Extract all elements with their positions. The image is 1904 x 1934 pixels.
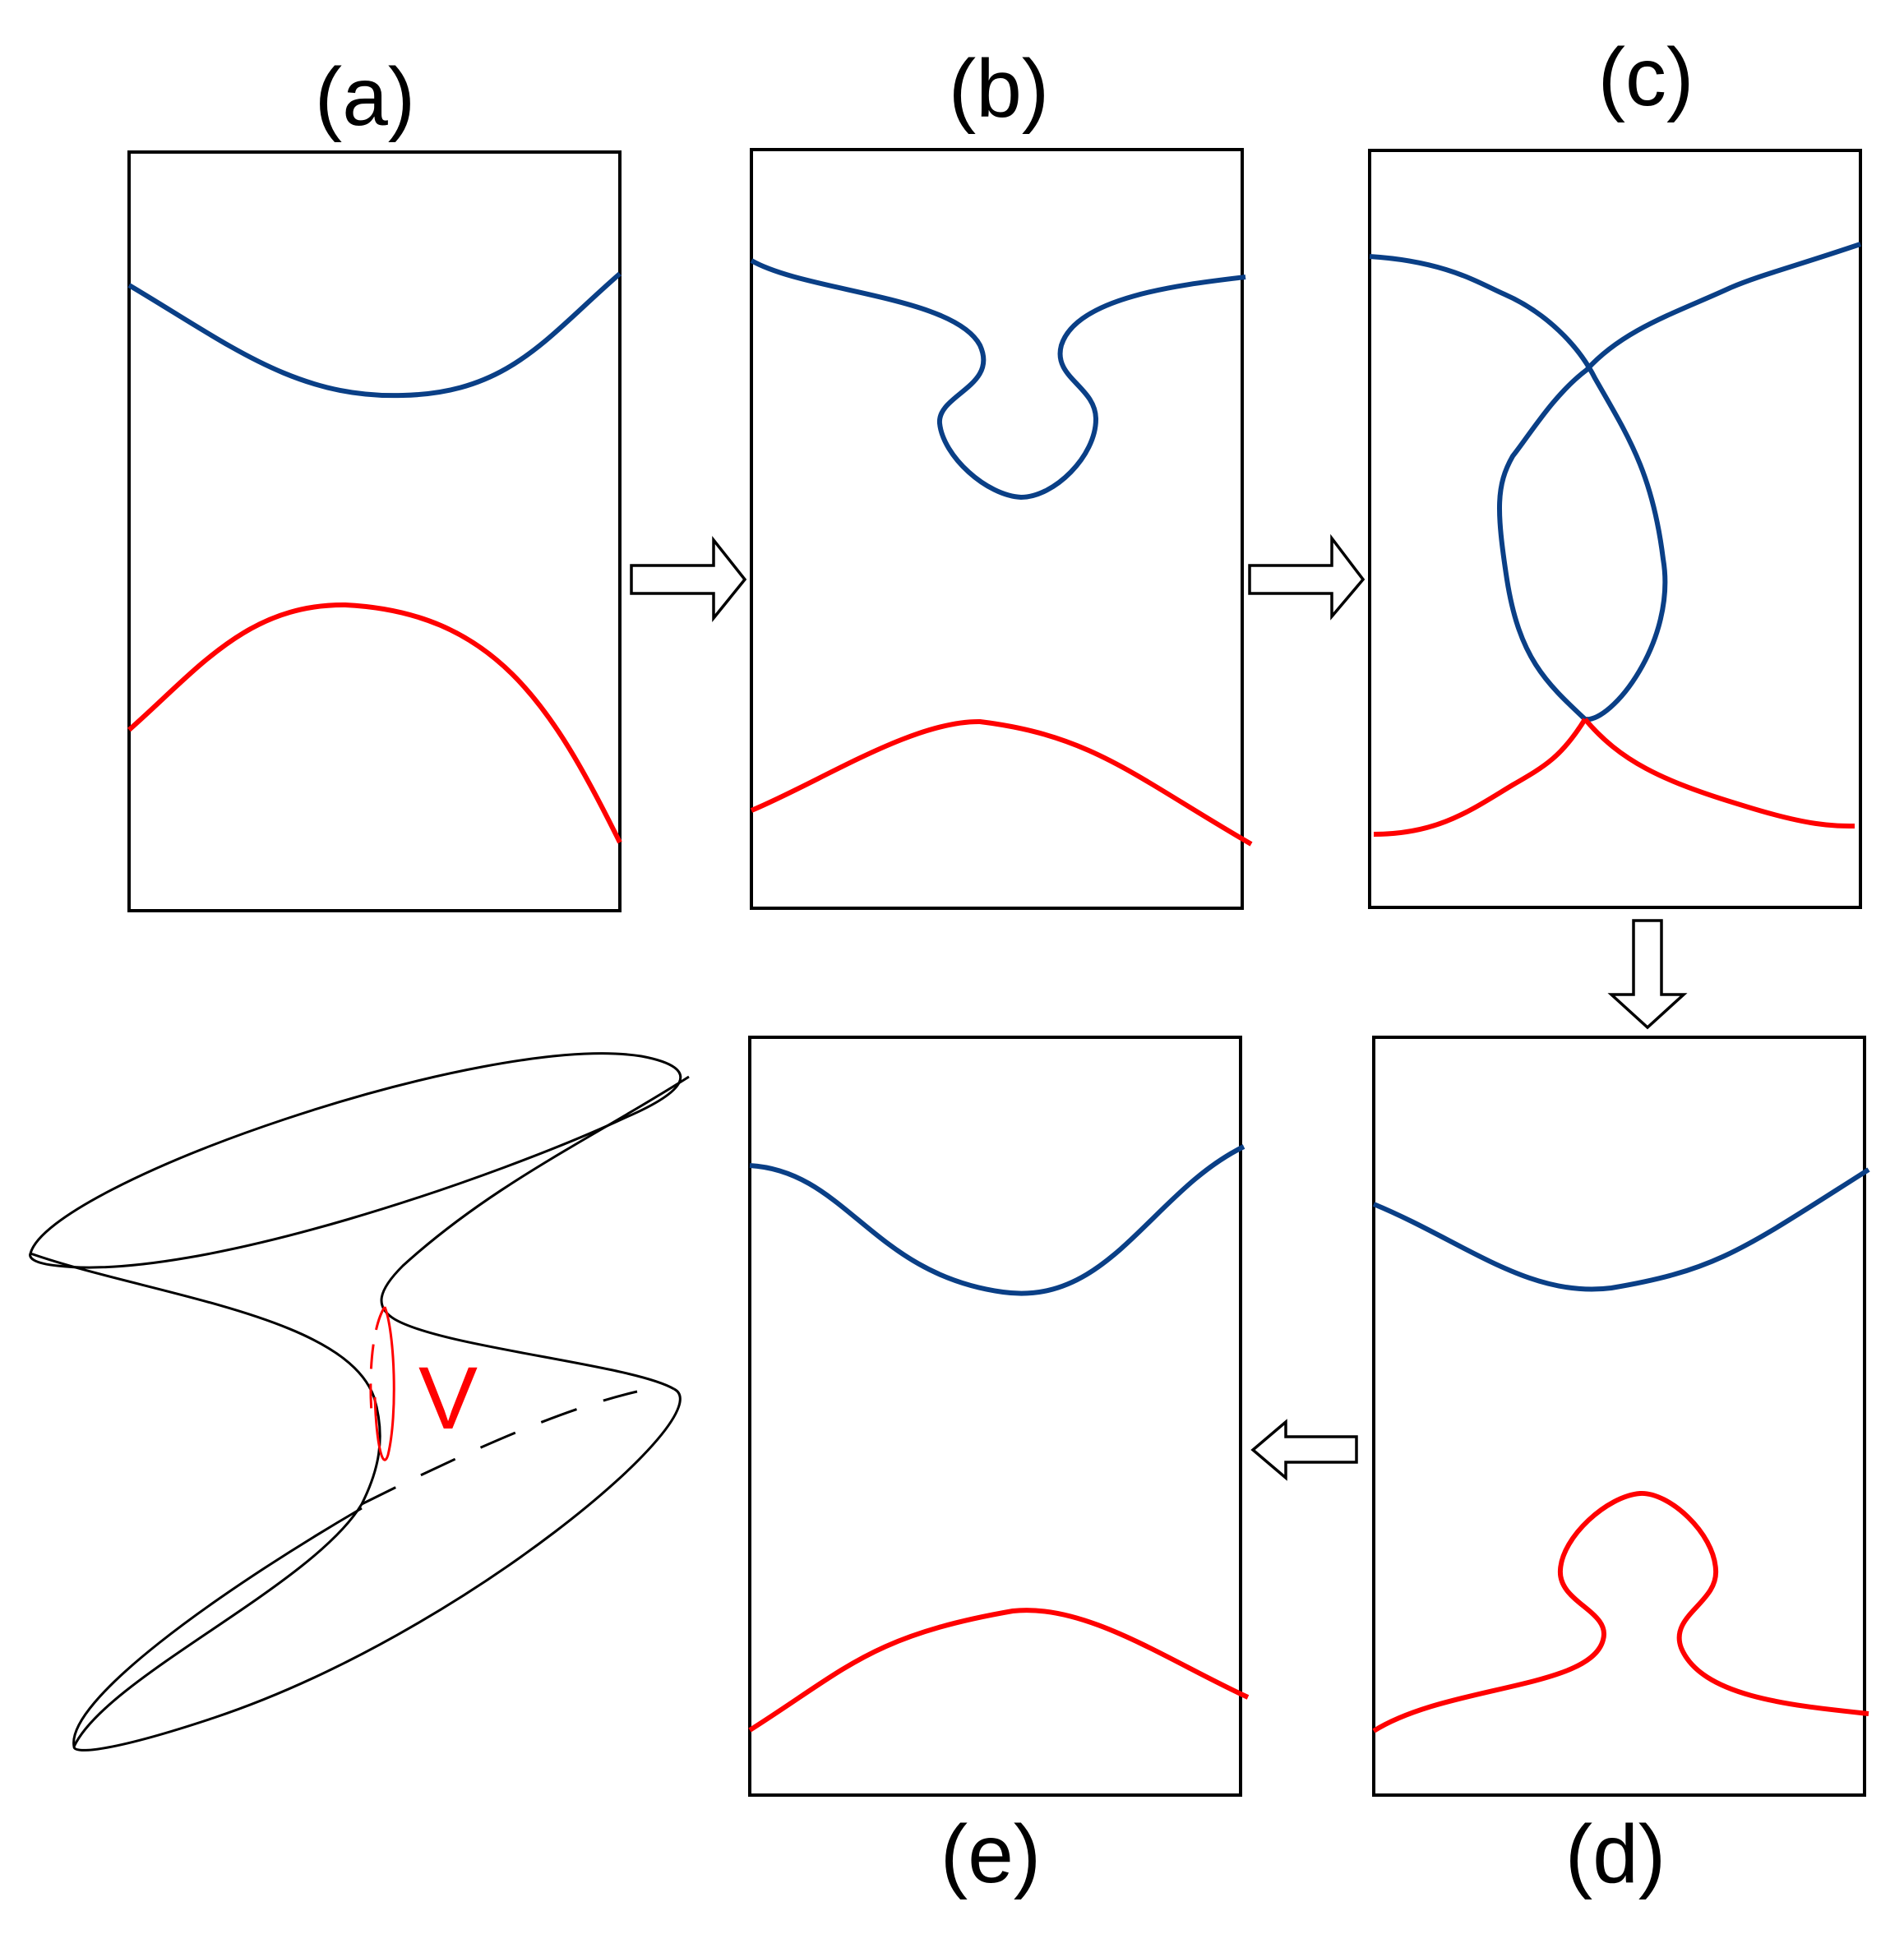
panel-d-blue-curve [1372,1167,1870,1292]
panel-a-red-curve [127,602,622,844]
panel-d-frame [1372,1036,1866,1797]
panel-label-a: (a) [315,51,415,143]
arrow-d-to-e [1250,1419,1358,1481]
loop-v-back [369,1306,386,1415]
panel-b [750,148,1253,910]
panel-c-red-curve-2 [1583,718,1855,829]
surface-upper-sheet [29,1052,682,1269]
panel-d-red-curve [1372,1490,1869,1733]
panel-a [127,150,622,912]
panel-b-red-curve [750,718,1253,847]
panel-c [1368,149,1862,909]
panel-b-blue-curve [750,258,1246,500]
surface-hidden-edge [361,1390,638,1506]
panel-label-b: (b) [949,43,1049,135]
panel-e [748,1036,1250,1797]
panel-label-c: (c) [1598,31,1694,123]
panel-b-frame [750,148,1244,910]
panel-c-blue-curve-2 [1496,242,1861,722]
loop-v-front [373,1306,395,1461]
panel-e-blue-curve [749,1144,1245,1296]
panel-a-blue-curve [127,271,622,399]
panel-c-red-curve-1 [1373,718,1587,837]
surface-left-edge [30,1252,381,1747]
arrow-a-to-b [630,535,747,622]
saddle-surface-sketch: V [29,1052,690,1752]
arrow-c-to-d [1607,919,1688,1030]
panel-c-frame [1368,149,1862,909]
arrow-b-to-c [1248,533,1366,621]
surface-lower-sheet [72,1387,682,1752]
loop-v-label: V [418,1348,478,1447]
panel-d [1372,1036,1870,1797]
panel-label-d: (d) [1565,1808,1666,1900]
panel-c-blue-curve-1 [1369,254,1668,722]
panel-a-frame [127,150,622,912]
panel-label-e: (e) [940,1808,1041,1900]
surface-upper-fold [380,1075,690,1391]
panel-e-frame [748,1036,1242,1797]
panel-e-red-curve [748,1608,1250,1733]
